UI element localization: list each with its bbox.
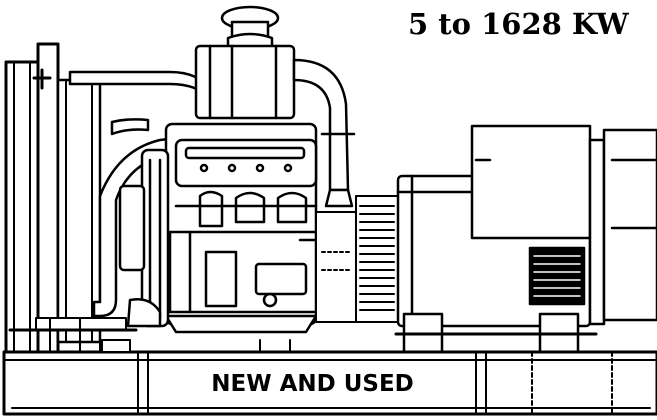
- engine-block: [164, 122, 318, 334]
- base-label: NEW AND USED: [211, 371, 414, 397]
- alternator: [394, 124, 657, 354]
- coupling-grille: [315, 195, 399, 323]
- air-cleaner: [194, 5, 356, 208]
- fan-drive: [118, 148, 170, 328]
- headline-kw-range: 5 to 1628 KW: [408, 7, 629, 41]
- radiator: [4, 42, 138, 354]
- coolant-pipes: [68, 70, 214, 318]
- skid-base: [2, 350, 657, 416]
- skid-bolts: [99, 339, 291, 353]
